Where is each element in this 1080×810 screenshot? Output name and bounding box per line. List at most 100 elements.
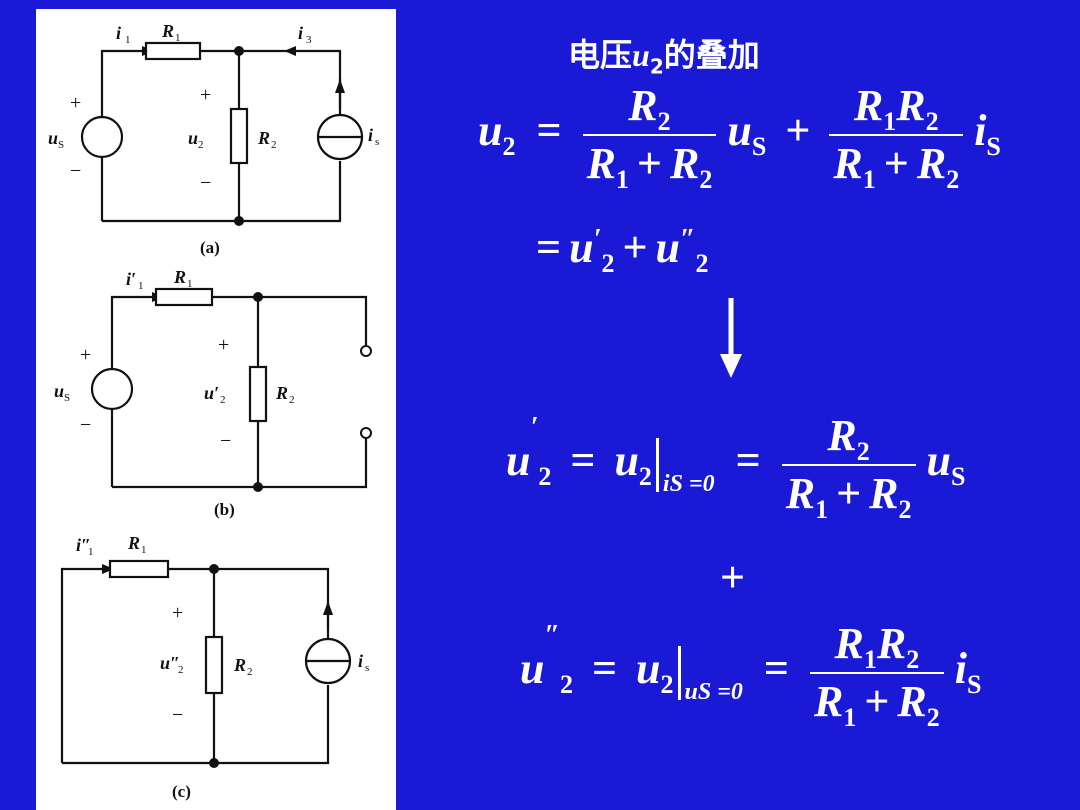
- eq2-equals: =: [536, 223, 562, 272]
- circuit-c-left-wire: [60, 567, 108, 763]
- circuit-a-r1-resistor: [144, 41, 202, 61]
- circuit-c-i1pp-label: i″: [76, 535, 91, 555]
- circuit-a-i3-arrow-icon: [284, 46, 296, 56]
- eq3-den-plus: +: [836, 469, 862, 518]
- circuit-b-u2p-label: u′: [204, 383, 219, 403]
- circuit-a-us-minus: −: [70, 160, 81, 182]
- eq4-tail-var: i: [954, 644, 967, 694]
- eq4-den-b-sub: 2: [926, 703, 940, 732]
- circuit-a-is-label: i: [368, 125, 373, 145]
- circuit-b-r2-label: R: [275, 383, 288, 403]
- eq4-num-a: R: [834, 619, 864, 668]
- circuit-b-left-wire: [110, 295, 156, 369]
- circuit-c-is-arrow-icon: [323, 601, 333, 615]
- eq4-mid-sub: 2: [660, 670, 674, 700]
- eq1-frac2-den-plus: +: [883, 139, 909, 188]
- eq1-term2-sub: S: [986, 132, 1001, 162]
- eq1-frac2-den-a: R: [833, 139, 863, 188]
- eq4-den-a-sub: 1: [843, 703, 857, 732]
- equation-u2-superposition: u2 = R2 R1+R2 uS + R1R2 R1+R2 iS: [478, 84, 1001, 193]
- eq3-numerator: R2: [823, 414, 873, 466]
- circuit-a-left-wire: [100, 49, 146, 139]
- eq4-numerator: R1R2: [831, 619, 924, 673]
- eq1-frac2-den-b: R: [916, 139, 947, 188]
- title-prefix: 电压: [568, 36, 633, 74]
- eq3-num-sub: 2: [856, 437, 870, 466]
- eq1-frac1-den-a: R: [586, 139, 616, 188]
- eq3-den-a-sub: 1: [815, 495, 829, 524]
- circuit-a-u2-sub: 2: [198, 139, 204, 151]
- eq4-den-plus: +: [864, 677, 890, 726]
- circuit-b-r2-resistor: [248, 365, 268, 423]
- eq4-lhs-var: u: [520, 644, 545, 694]
- eq1-frac1-num-sub: 2: [657, 107, 671, 136]
- eq1-term1-var: u: [727, 106, 752, 156]
- eq3-lhs-prime: ′: [530, 412, 539, 443]
- circuit-b-i1p-label: i′: [126, 269, 136, 289]
- circuit-b-r1-resistor: [154, 287, 214, 307]
- eq3-den-b: R: [869, 469, 899, 518]
- circuit-b-r1-label: R: [173, 267, 186, 287]
- eq1-term2-var: i: [974, 106, 987, 156]
- circuit-diagrams-panel: i 1 R 1 i 3 + u S − + u 2 − R 2 i s (a): [36, 9, 396, 810]
- eq4-lhs-sub: 2: [559, 670, 573, 700]
- eq3-condition: iS =0: [662, 471, 715, 498]
- slide-title: 电压u2的叠加: [568, 30, 760, 78]
- eq2-b-sub: 2: [695, 249, 709, 278]
- eq3-lhs-sub: 2: [538, 462, 552, 492]
- eq4-num-b: R: [876, 619, 907, 668]
- eq1-lhs-sub: 2: [502, 132, 516, 162]
- circuit-a-us-sub: S: [58, 139, 64, 151]
- eq1-frac2-numerator: R1R2: [850, 84, 943, 136]
- circuit-a-u2-label: u: [188, 128, 198, 148]
- circuit-a-i1-sub: 1: [125, 34, 131, 46]
- circuit-b-i1p-sub: 1: [138, 280, 144, 292]
- eq1-term2: iS: [974, 106, 1001, 160]
- eq3-equals: =: [570, 436, 596, 486]
- eq3-tail-sub: S: [950, 462, 966, 492]
- circuit-a-r2-sub: 2: [271, 139, 277, 151]
- circuit-b-us-sub: S: [64, 392, 70, 404]
- eq3-denominator: R1+R2: [781, 464, 916, 523]
- circuit-a-voltage-source-icon: [80, 115, 124, 159]
- circuit-a-node-bottom: [234, 216, 244, 226]
- circuit-c-r1-label: R: [127, 533, 140, 553]
- eq1-frac2-denominator: R1+R2: [829, 134, 964, 193]
- circuit-a-caption: (a): [200, 238, 220, 257]
- eq4-condition: uS =0: [684, 679, 743, 706]
- circuit-c-u2pp-label: u″: [160, 653, 180, 673]
- eq4-denominator: R1+R2: [809, 672, 944, 731]
- circuit-b-bottom-wire: [112, 439, 368, 489]
- eq3-mid-sub: 2: [638, 462, 652, 492]
- eq4-lhs-prime: ″: [544, 620, 560, 651]
- circuit-c-u2pp-minus: −: [172, 704, 183, 726]
- circuit-c: i″ 1 R 1 + u″ 2 − R 2 i s (c): [60, 533, 369, 801]
- circuit-a-i1-label: i: [116, 23, 121, 43]
- circuit-c-caption: (c): [172, 782, 191, 801]
- circuit-b-r1-sub: 1: [187, 278, 193, 290]
- eq1-frac1-den-b: R: [670, 139, 700, 188]
- eq1-frac2-den-b-sub: 2: [946, 165, 960, 194]
- eq1-lhs-var: u: [478, 106, 503, 156]
- eq4-fraction: R1R2 R1+R2: [809, 619, 944, 731]
- eq3-mid-var: u: [614, 436, 639, 486]
- eq1-frac2-num-b-sub: 2: [925, 107, 939, 136]
- circuit-c-top-wire: [168, 567, 330, 627]
- eq2-a-var: u: [569, 223, 594, 272]
- circuit-c-node-bottom: [209, 758, 219, 768]
- circuit-b-us-label: u: [54, 381, 64, 401]
- circuit-b-u2p-plus: +: [218, 334, 229, 356]
- eq2-b-prime: ″: [680, 224, 696, 255]
- eq2-a-sub: 2: [601, 249, 615, 278]
- eq3-tail-var: u: [926, 436, 951, 486]
- circuit-c-u2pp-sub: 2: [178, 664, 184, 676]
- between-plus: +: [720, 553, 746, 602]
- circuit-b-top-wire: [212, 295, 368, 345]
- circuit-a-us-plus: +: [70, 92, 81, 114]
- circuit-a-is-arrow-icon: [335, 79, 345, 93]
- circuit-c-r2-label: R: [233, 655, 246, 675]
- circuit-diagrams-svg: i 1 R 1 i 3 + u S − + u 2 − R 2 i s (a): [48, 21, 379, 801]
- title-sub: 2: [649, 54, 664, 79]
